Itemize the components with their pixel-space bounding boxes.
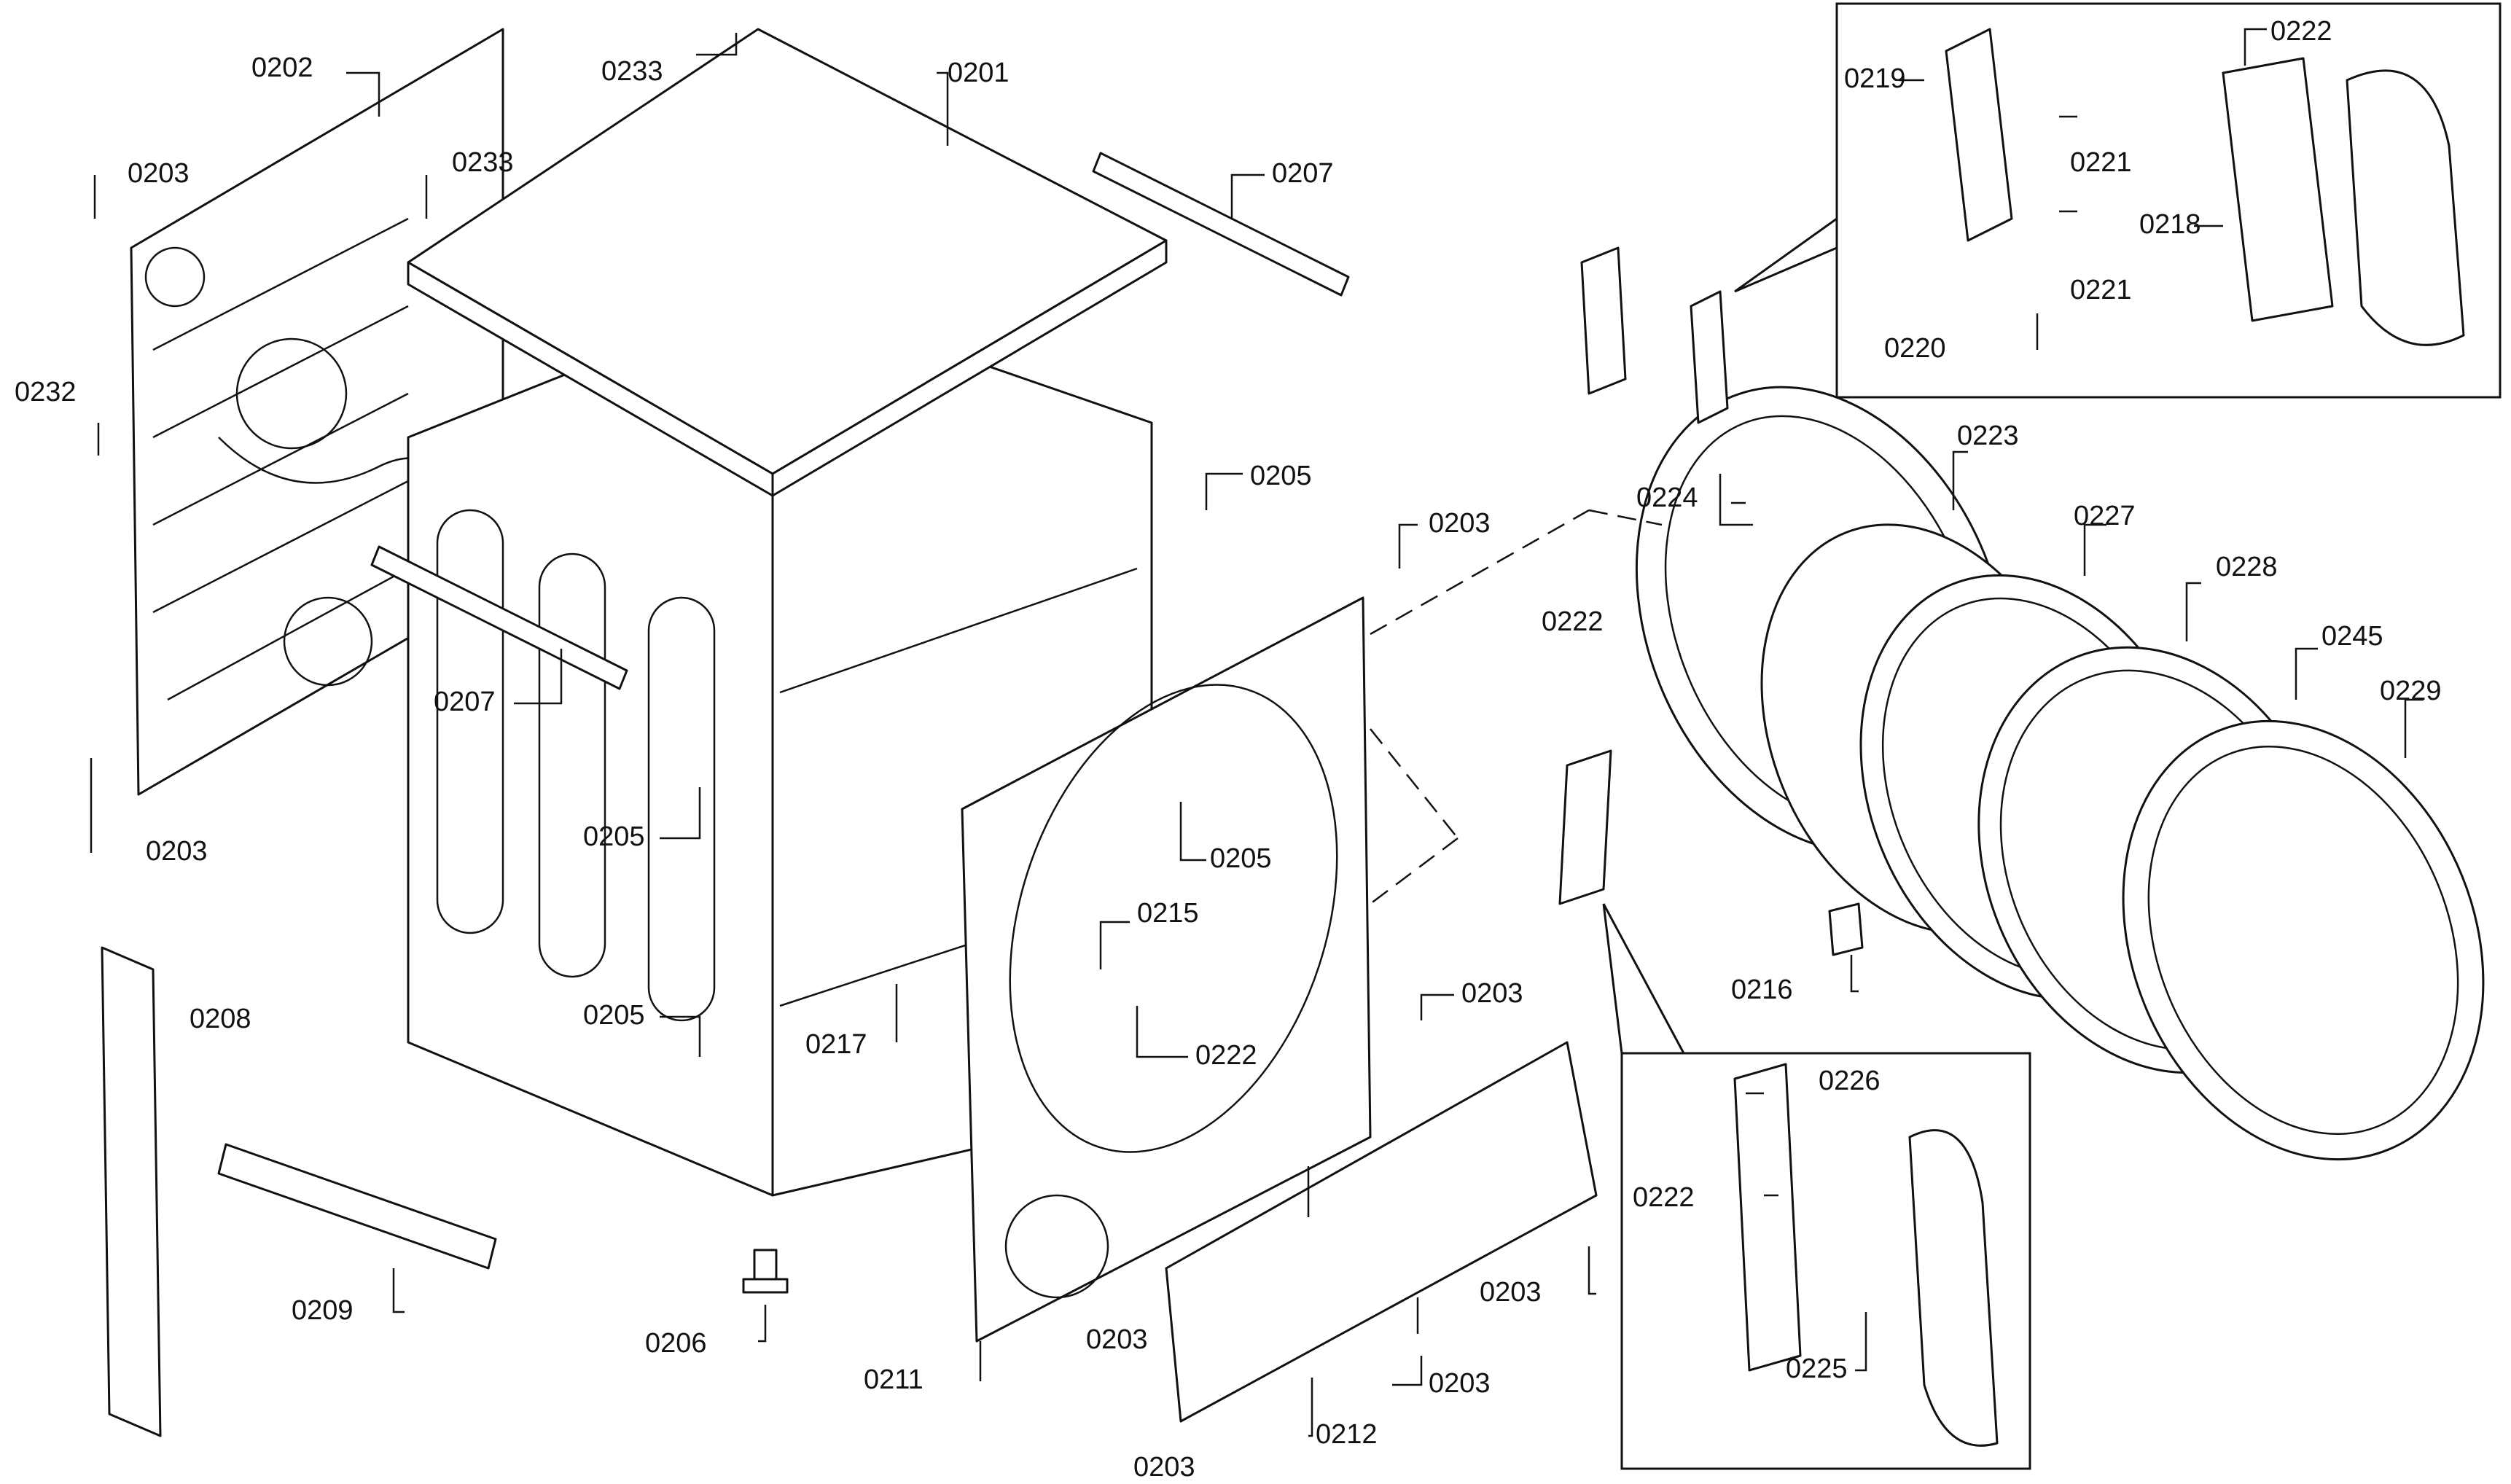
label-0219: 0219 (1844, 63, 1906, 94)
callout-labels: 0201 0202 0203 0203 0203 0203 0203 0203 … (15, 16, 2442, 1483)
label-0211: 0211 (864, 1364, 923, 1395)
label-0208: 0208 (190, 1004, 251, 1034)
label-0201: 0201 (948, 58, 1010, 88)
label-0216: 0216 (1731, 975, 1793, 1005)
label-0203-h: 0203 (1133, 1452, 1195, 1483)
door-latch (1558, 749, 1612, 905)
side-rail-left (370, 545, 628, 690)
latch-catch (1828, 902, 1864, 956)
leader-lines (90, 28, 2424, 1437)
side-rail-vertical (101, 946, 162, 1437)
label-0203-d: 0203 (1461, 978, 1523, 1009)
hinge-detail-box (1734, 2, 2502, 399)
label-0205-b: 0205 (1210, 843, 1272, 874)
label-0232: 0232 (15, 377, 77, 407)
side-rail-right-top (1092, 152, 1350, 297)
label-0226: 0226 (1819, 1066, 1881, 1096)
label-0227: 0227 (2074, 501, 2136, 531)
label-0245: 0245 (2321, 621, 2383, 652)
label-0205-d: 0205 (583, 1000, 645, 1031)
label-0222-a: 0222 (2270, 16, 2332, 47)
label-0224: 0224 (1636, 483, 1698, 513)
hinge-small (1580, 246, 1729, 424)
top-cover (407, 28, 1168, 497)
label-0223: 0223 (1957, 421, 2019, 451)
label-0207-b: 0207 (434, 687, 496, 717)
kick-panel (1165, 1041, 1598, 1423)
label-0215: 0215 (1137, 898, 1199, 929)
label-0203-a: 0203 (128, 158, 190, 189)
label-0228: 0228 (2216, 552, 2278, 582)
label-0233-a: 0233 (601, 56, 663, 87)
label-0203-g: 0203 (1086, 1324, 1148, 1355)
label-0205-c: 0205 (583, 821, 645, 852)
label-0203-b: 0203 (146, 836, 208, 867)
label-0217: 0217 (805, 1029, 867, 1060)
label-0221-b: 0221 (2070, 275, 2132, 305)
label-0203-e: 0203 (1480, 1277, 1542, 1308)
front-panel (961, 596, 1372, 1343)
label-0222-d: 0222 (1633, 1182, 1695, 1213)
leveling-foot (742, 1249, 789, 1294)
label-0233-b: 0233 (452, 147, 514, 178)
label-0212: 0212 (1316, 1419, 1378, 1450)
label-0209: 0209 (292, 1295, 354, 1326)
label-0203-f: 0203 (1429, 1368, 1491, 1399)
label-0220: 0220 (1884, 333, 1946, 364)
label-0205-a: 0205 (1250, 461, 1312, 491)
label-0222-c: 0222 (1195, 1040, 1257, 1071)
label-0203-c: 0203 (1429, 508, 1491, 539)
label-0206: 0206 (645, 1328, 707, 1359)
label-0218: 0218 (2139, 209, 2201, 240)
base-bracket (217, 1143, 497, 1270)
label-0222-b: 0222 (1542, 606, 1604, 637)
label-0229: 0229 (2380, 676, 2442, 706)
label-0202: 0202 (251, 52, 313, 83)
latch-detail-box (1602, 903, 2031, 1470)
label-0207-a: 0207 (1272, 158, 1334, 189)
label-0221-a: 0221 (2070, 147, 2132, 178)
label-0225: 0225 (1786, 1354, 1848, 1384)
door-outer-ring (2122, 719, 2485, 1161)
